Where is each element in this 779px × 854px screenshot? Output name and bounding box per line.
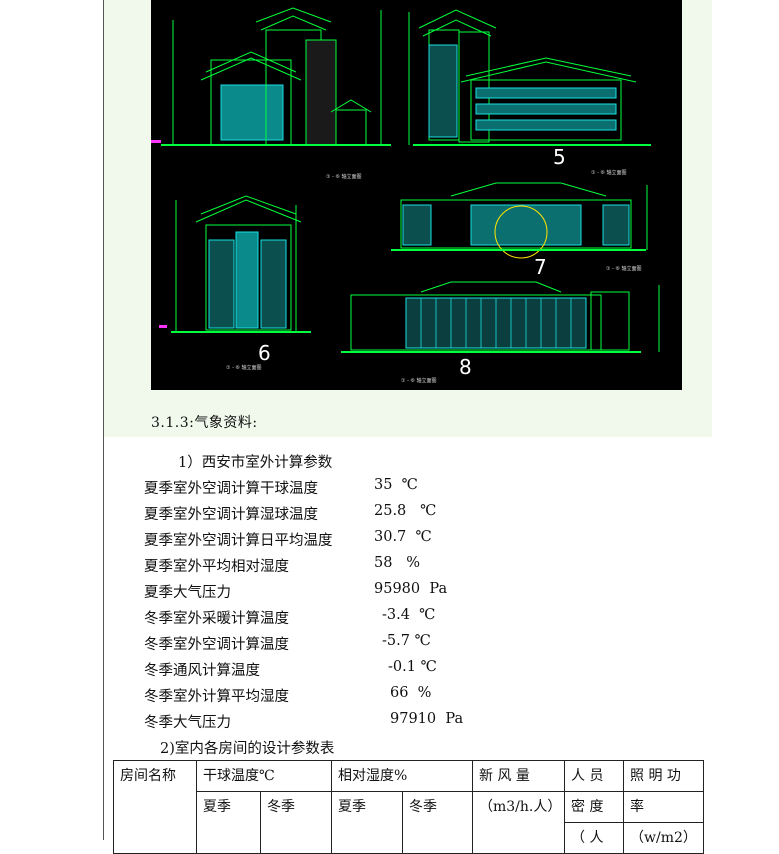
header-room-name: 房间名称 (113, 760, 197, 854)
param-label: 夏季大气压力 (144, 585, 231, 601)
caption-5b: ① - ⑥ 轴立面图 (591, 169, 627, 176)
elevation-6 (171, 195, 311, 333)
header-winter-dry: 冬季 (260, 791, 332, 854)
header-people-density-2: 密 度 (564, 791, 624, 823)
cad-svg: 5 6 7 8 ① - ⑥ 轴立面图 ① - ⑥ 轴立面图 ① - ⑥ 轴立面图… (151, 7, 660, 384)
param-value: 95980 Pa (374, 581, 448, 597)
cad-elevation-drawing: 5 6 7 8 ① - ⑥ 轴立面图 ① - ⑥ 轴立面图 ① - ⑥ 轴立面图… (151, 0, 682, 390)
param-value: -3.4 ℃ (382, 607, 436, 623)
elevation-5-left (161, 7, 391, 146)
subheading-indoor-table: 2)室内各房间的设计参数表 (160, 741, 335, 757)
caption-5: ① - ⑥ 轴立面图 (326, 173, 362, 180)
header-humidity: 相对湿度% (331, 760, 473, 792)
label-7: 7 (534, 255, 547, 279)
header-fresh-air: 新 风 量 (472, 760, 565, 792)
subheading-outdoor-params: 1）西安市室外计算参数 (178, 455, 333, 471)
param-value: 30.7 ℃ (374, 529, 432, 545)
param-label: 冬季室外采暖计算温度 (144, 611, 289, 627)
header-winter-hum: 冬季 (402, 791, 473, 854)
param-label: 冬季室外空调计算温度 (144, 637, 289, 653)
param-label: 冬季大气压力 (144, 715, 231, 731)
param-label: 夏季室外空调计算湿球温度 (144, 507, 318, 523)
param-value: 66 % (390, 685, 432, 701)
param-label: 夏季室外空调计算干球温度 (144, 481, 318, 497)
param-label: 夏季室外平均相对湿度 (144, 559, 289, 575)
elevation-7 (391, 182, 648, 259)
header-summer-hum: 夏季 (331, 791, 403, 854)
section-title: 3.1.3:气象资料: (151, 415, 258, 431)
param-value: 25.8 ℃ (374, 503, 437, 519)
label-6: 6 (258, 341, 271, 365)
header-summer-dry: 夏季 (196, 791, 261, 854)
elevation-5-right (408, 9, 651, 146)
caption-6: ① - ⑥ 轴立面图 (226, 364, 262, 371)
elevation-8 (341, 281, 660, 353)
header-people-density-3: （ 人 (564, 822, 624, 854)
page-left-border (103, 0, 104, 840)
header-dry-bulb: 干球温度℃ (196, 760, 332, 792)
param-label: 冬季通风计算温度 (144, 663, 260, 679)
label-5: 5 (553, 145, 566, 169)
param-label: 夏季室外空调计算日平均温度 (144, 533, 333, 549)
header-fresh-air-unit: （m3/h.人） (472, 791, 565, 854)
param-value: -5.7 ℃ (382, 633, 431, 649)
param-value: -0.1 ℃ (388, 659, 437, 675)
header-lighting-2: 率 (623, 791, 704, 823)
param-value: 35 ℃ (374, 477, 418, 493)
header-lighting-3: （w/m2） (623, 822, 704, 854)
param-value: 58 % (374, 555, 421, 571)
caption-8: ① - ⑥ 轴立面图 (401, 377, 437, 384)
header-people-density: 人 员 (564, 760, 624, 792)
table-row: 夏季 冬季 夏季 冬季 （m3/h.人） 密 度 率 (114, 791, 704, 854)
header-lighting: 照 明 功 (623, 760, 704, 792)
param-label: 冬季室外计算平均湿度 (144, 689, 289, 705)
table-row: 房间名称 干球温度℃ 相对湿度% 新 风 量 人 员 照 明 功 (113, 760, 704, 854)
label-8: 8 (459, 355, 472, 379)
caption-7: ① - ⑥ 轴立面图 (606, 265, 642, 272)
param-value: 97910 Pa (390, 711, 464, 727)
